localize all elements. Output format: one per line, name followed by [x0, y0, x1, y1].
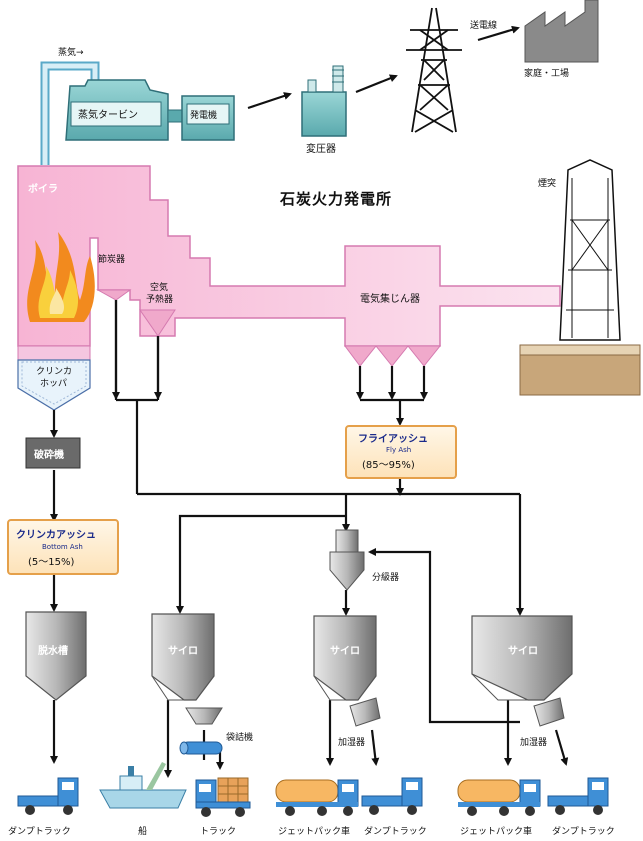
- clinker-hopper: [17, 345, 91, 411]
- silo-label-3: サイロ: [508, 645, 538, 657]
- steam-pipe: [40, 61, 100, 165]
- chimney-icon: [519, 159, 641, 396]
- transformer-icon: [301, 65, 347, 137]
- flow-lines: [50, 300, 569, 778]
- crusher-label: 破砕機: [34, 448, 64, 461]
- silo-label-2: サイロ: [330, 645, 360, 657]
- arrow-gen-transformer: [247, 92, 292, 110]
- transformer-label: 変圧器: [306, 142, 336, 155]
- ship-icon: [99, 762, 187, 809]
- vehicle-label-6: ジェットパック車: [460, 825, 532, 837]
- humidifier-1: [349, 697, 381, 727]
- jetpack-truck-icon-2: [457, 779, 541, 816]
- vehicle-label-5: ダンプトラック: [364, 825, 427, 837]
- humidifier-label-2: 加湿器: [520, 737, 547, 748]
- dewater-label: 脱水槽: [38, 644, 68, 657]
- transmission-tower-icon: [406, 7, 462, 133]
- bagging-machine: [179, 707, 223, 755]
- hopper-label-2: ホッパ: [40, 378, 67, 389]
- silo-label-1: サイロ: [168, 645, 198, 657]
- fly-ash-sub: Fly Ash: [386, 446, 411, 454]
- diagram-title: 石炭火力発電所: [279, 190, 392, 208]
- economizer-label: 節炭器: [98, 253, 125, 265]
- dump-truck-icon-3: [547, 777, 609, 815]
- air-heater-hopper: [139, 309, 176, 337]
- arrow-transformer-tower: [355, 74, 398, 94]
- home-factory-label: 家庭・工場: [524, 67, 569, 79]
- bottom-ash-title: クリンカアッシュ: [16, 529, 96, 541]
- economizer-hopper: [96, 289, 132, 301]
- factory-icon: [524, 0, 599, 63]
- dump-truck-icon-2: [361, 777, 423, 815]
- dewatering-tank: [25, 611, 87, 701]
- fly-ash-title: フライアッシュ: [358, 433, 428, 445]
- silo-3: [471, 615, 573, 701]
- fly-ash-box: [345, 425, 457, 479]
- vehicle-label-2: 船: [138, 825, 147, 837]
- bag-machine-label: 袋詰機: [226, 731, 253, 743]
- hopper-label-1: クリンカ: [36, 366, 72, 377]
- vehicle-label-1: ダンプトラック: [8, 825, 71, 837]
- dump-truck-icon-1: [17, 777, 79, 815]
- turbine-label: 蒸気タービン: [78, 108, 138, 121]
- flame-icon: [27, 232, 95, 322]
- fly-ash-pct: (85〜95%): [362, 460, 415, 471]
- precipitator-label: 電気集じん器: [360, 292, 420, 305]
- vehicle-label-7: ダンプトラック: [552, 825, 615, 837]
- classifier: [329, 529, 365, 591]
- silo-2: [313, 615, 377, 701]
- bottom-ash-box: [7, 519, 119, 575]
- classifier-label: 分級器: [372, 571, 399, 583]
- vehicle-label-4: ジェットパック車: [278, 825, 350, 837]
- crusher: [25, 437, 81, 469]
- jetpack-truck-icon-1: [275, 779, 359, 816]
- cargo-truck-icon: [195, 777, 251, 817]
- generator-label: 発電機: [190, 109, 217, 121]
- bottom-ash-sub: Bottom Ash: [42, 543, 83, 551]
- boiler-label: ボイラ: [28, 182, 58, 195]
- humidifier-2: [533, 697, 565, 727]
- air-heater-label-2: 予熱器: [146, 293, 173, 305]
- transmission-label: 送電線: [470, 19, 497, 31]
- bottom-ash-pct: (5〜15%): [28, 557, 74, 568]
- turbine-shaft: [167, 109, 183, 123]
- humidifier-label-1: 加湿器: [338, 737, 365, 748]
- air-heater-label-1: 空気: [150, 281, 168, 293]
- silo-1: [151, 613, 215, 701]
- steam-turbine: [65, 79, 169, 141]
- precipitator-hoppers: [344, 345, 442, 367]
- stack-label: 煙突: [538, 177, 556, 189]
- generator: [181, 95, 235, 141]
- arrow-tower-factory: [477, 25, 520, 42]
- steam-label: 蒸気→: [58, 46, 84, 58]
- vehicle-label-3: トラック: [200, 826, 236, 837]
